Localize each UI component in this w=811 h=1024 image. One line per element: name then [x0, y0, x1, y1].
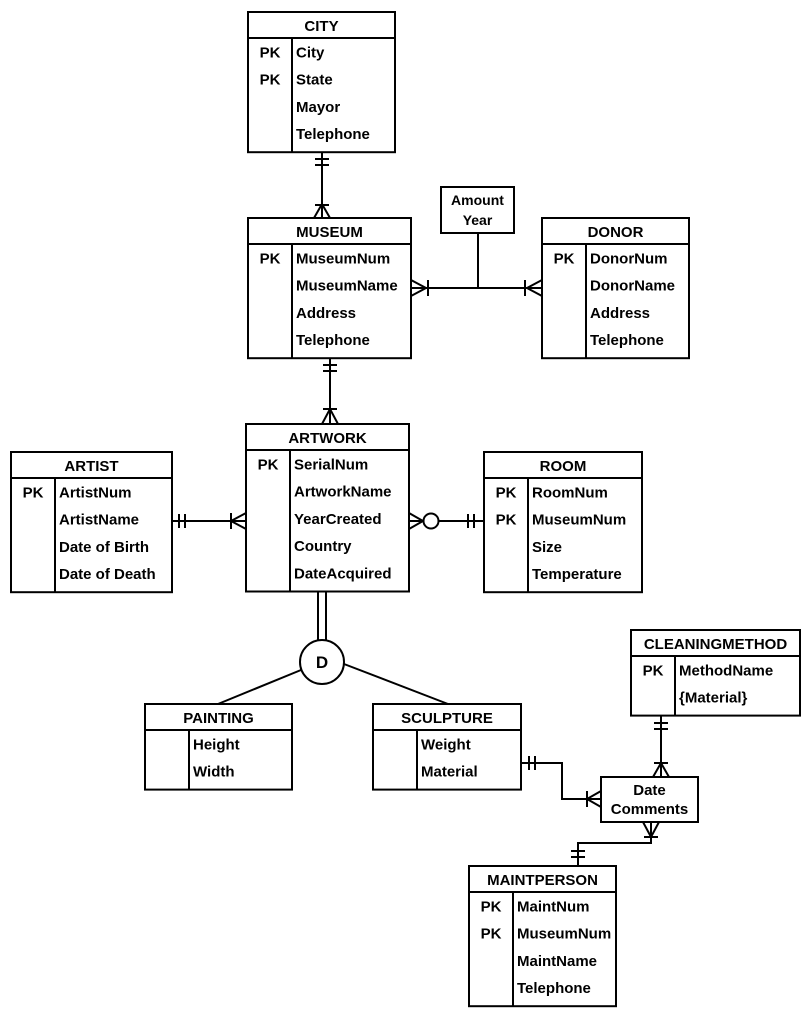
- artist-attribute: ArtistNum: [59, 484, 132, 501]
- city-attribute: Telephone: [296, 126, 370, 143]
- donation-attr-year: Year: [463, 212, 493, 228]
- artist-attribute: Date of Death: [59, 566, 156, 583]
- cleaningmethod-attribute: {Material}: [679, 690, 748, 707]
- donor-attribute: DonorName: [590, 278, 675, 295]
- room-title: ROOM: [540, 458, 587, 475]
- donor-attribute: Address: [590, 305, 650, 322]
- disjoint-to-sculpture: [343, 663, 449, 705]
- museum-donor-crowfoot-left: [410, 279, 429, 297]
- cleaningmethod-attribute: MethodName: [679, 662, 773, 679]
- painting-attribute: Width: [193, 764, 235, 781]
- cleaningmethod-title: CLEANINGMETHOD: [644, 636, 787, 653]
- sculpture-title: SCULPTURE: [401, 710, 493, 727]
- maintperson-table-frame: [468, 865, 617, 1008]
- cleaningmethod-key-marker: PK: [643, 662, 664, 679]
- painting-attribute: Height: [193, 736, 240, 753]
- museum-artwork-crowfoot: [321, 406, 339, 425]
- room-attribute: RoomNum: [532, 484, 608, 501]
- artwork-table-frame: [245, 423, 410, 593]
- museum-key-marker: PK: [260, 250, 281, 267]
- disjoint-circle: D: [299, 639, 345, 685]
- museum-table-frame: [247, 217, 412, 360]
- artwork-attribute: Country: [294, 538, 352, 555]
- room-attribute: MuseumNum: [532, 512, 626, 529]
- sculpture-attribute: Material: [421, 764, 478, 781]
- painting-table-frame: [144, 703, 293, 791]
- sculpture-table-frame: [372, 703, 522, 791]
- donor-attribute: Telephone: [590, 332, 664, 349]
- museum-attribute: Telephone: [296, 332, 370, 349]
- cleaning-attr-date: Date: [633, 782, 666, 799]
- sculpture-attribute: Weight: [421, 736, 471, 753]
- city-museum-crowfoot: [313, 201, 331, 219]
- maintperson-title: MAINTPERSON: [487, 872, 598, 889]
- artwork-attribute: YearCreated: [294, 511, 382, 528]
- donor-key-marker: PK: [554, 250, 575, 267]
- cleaningmethod-table-frame: [630, 629, 801, 717]
- donation-attributes: Amount Year: [440, 186, 515, 234]
- artist-attribute: ArtistName: [59, 512, 139, 529]
- city-table-frame: [247, 11, 396, 154]
- artwork-key-marker: PK: [258, 456, 279, 473]
- maintperson-key-marker: PK: [481, 926, 502, 943]
- artwork-title: ARTWORK: [288, 430, 366, 447]
- donor-title: DONOR: [588, 224, 644, 241]
- city-title: CITY: [304, 18, 338, 35]
- entity-cleaningmethod: CLEANINGMETHOD PK MethodName {Material}: [630, 629, 801, 717]
- artist-attribute: Date of Birth: [59, 539, 149, 556]
- maintperson-key-marker: PK: [481, 898, 502, 915]
- museum-attribute: MuseumName: [296, 278, 398, 295]
- city-attribute: City: [296, 44, 325, 61]
- museum-attribute: MuseumNum: [296, 250, 390, 267]
- disjoint-label: D: [316, 653, 328, 672]
- donation-attr-amount: Amount: [451, 192, 504, 208]
- museum-title: MUSEUM: [296, 224, 363, 241]
- maintperson-attribute: MaintNum: [517, 898, 590, 915]
- entity-museum: MUSEUM PK MuseumNumMuseumNameAddressTeleph…: [247, 217, 412, 360]
- room-attribute: Temperature: [532, 566, 622, 583]
- museum-attribute: Address: [296, 305, 356, 322]
- city-attribute: State: [296, 72, 333, 89]
- artist-key-marker: PK: [23, 484, 44, 501]
- entity-artwork: ARTWORK PK SerialNumArtworkNameYearCreated…: [245, 423, 410, 593]
- room-key-marker: PK: [496, 512, 517, 529]
- donor-table-frame: [541, 217, 690, 360]
- painting-title: PAINTING: [183, 710, 254, 727]
- maintperson-attribute: MaintName: [517, 953, 597, 970]
- city-key-marker: PK: [260, 44, 281, 61]
- cleaning-attributes: Date Comments: [600, 776, 699, 823]
- room-key-marker: PK: [496, 484, 517, 501]
- artwork-attribute: ArtworkName: [294, 484, 392, 501]
- maintperson-attribute: MuseumNum: [517, 926, 611, 943]
- museum-donor-crowfoot-right: [524, 279, 543, 297]
- artist-title: ARTIST: [64, 458, 118, 475]
- city-attribute: Mayor: [296, 99, 340, 116]
- artist-table-frame: [10, 451, 173, 594]
- line-sculpture-cleaning: [521, 762, 601, 800]
- artwork-room-zero-circle: [422, 512, 440, 530]
- room-attribute: Size: [532, 539, 562, 556]
- city-key-marker: PK: [260, 72, 281, 89]
- maintperson-attribute: Telephone: [517, 980, 591, 997]
- line-cleaning-maintperson: [577, 822, 652, 866]
- cleaning-attr-comments: Comments: [611, 801, 689, 818]
- room-table-frame: [483, 451, 643, 594]
- donor-attribute: DonorNum: [590, 250, 668, 267]
- artwork-attribute: SerialNum: [294, 456, 368, 473]
- artwork-attribute: DateAcquired: [294, 566, 392, 583]
- disjoint-to-painting: [217, 669, 302, 705]
- relationship-lines: [172, 151, 670, 866]
